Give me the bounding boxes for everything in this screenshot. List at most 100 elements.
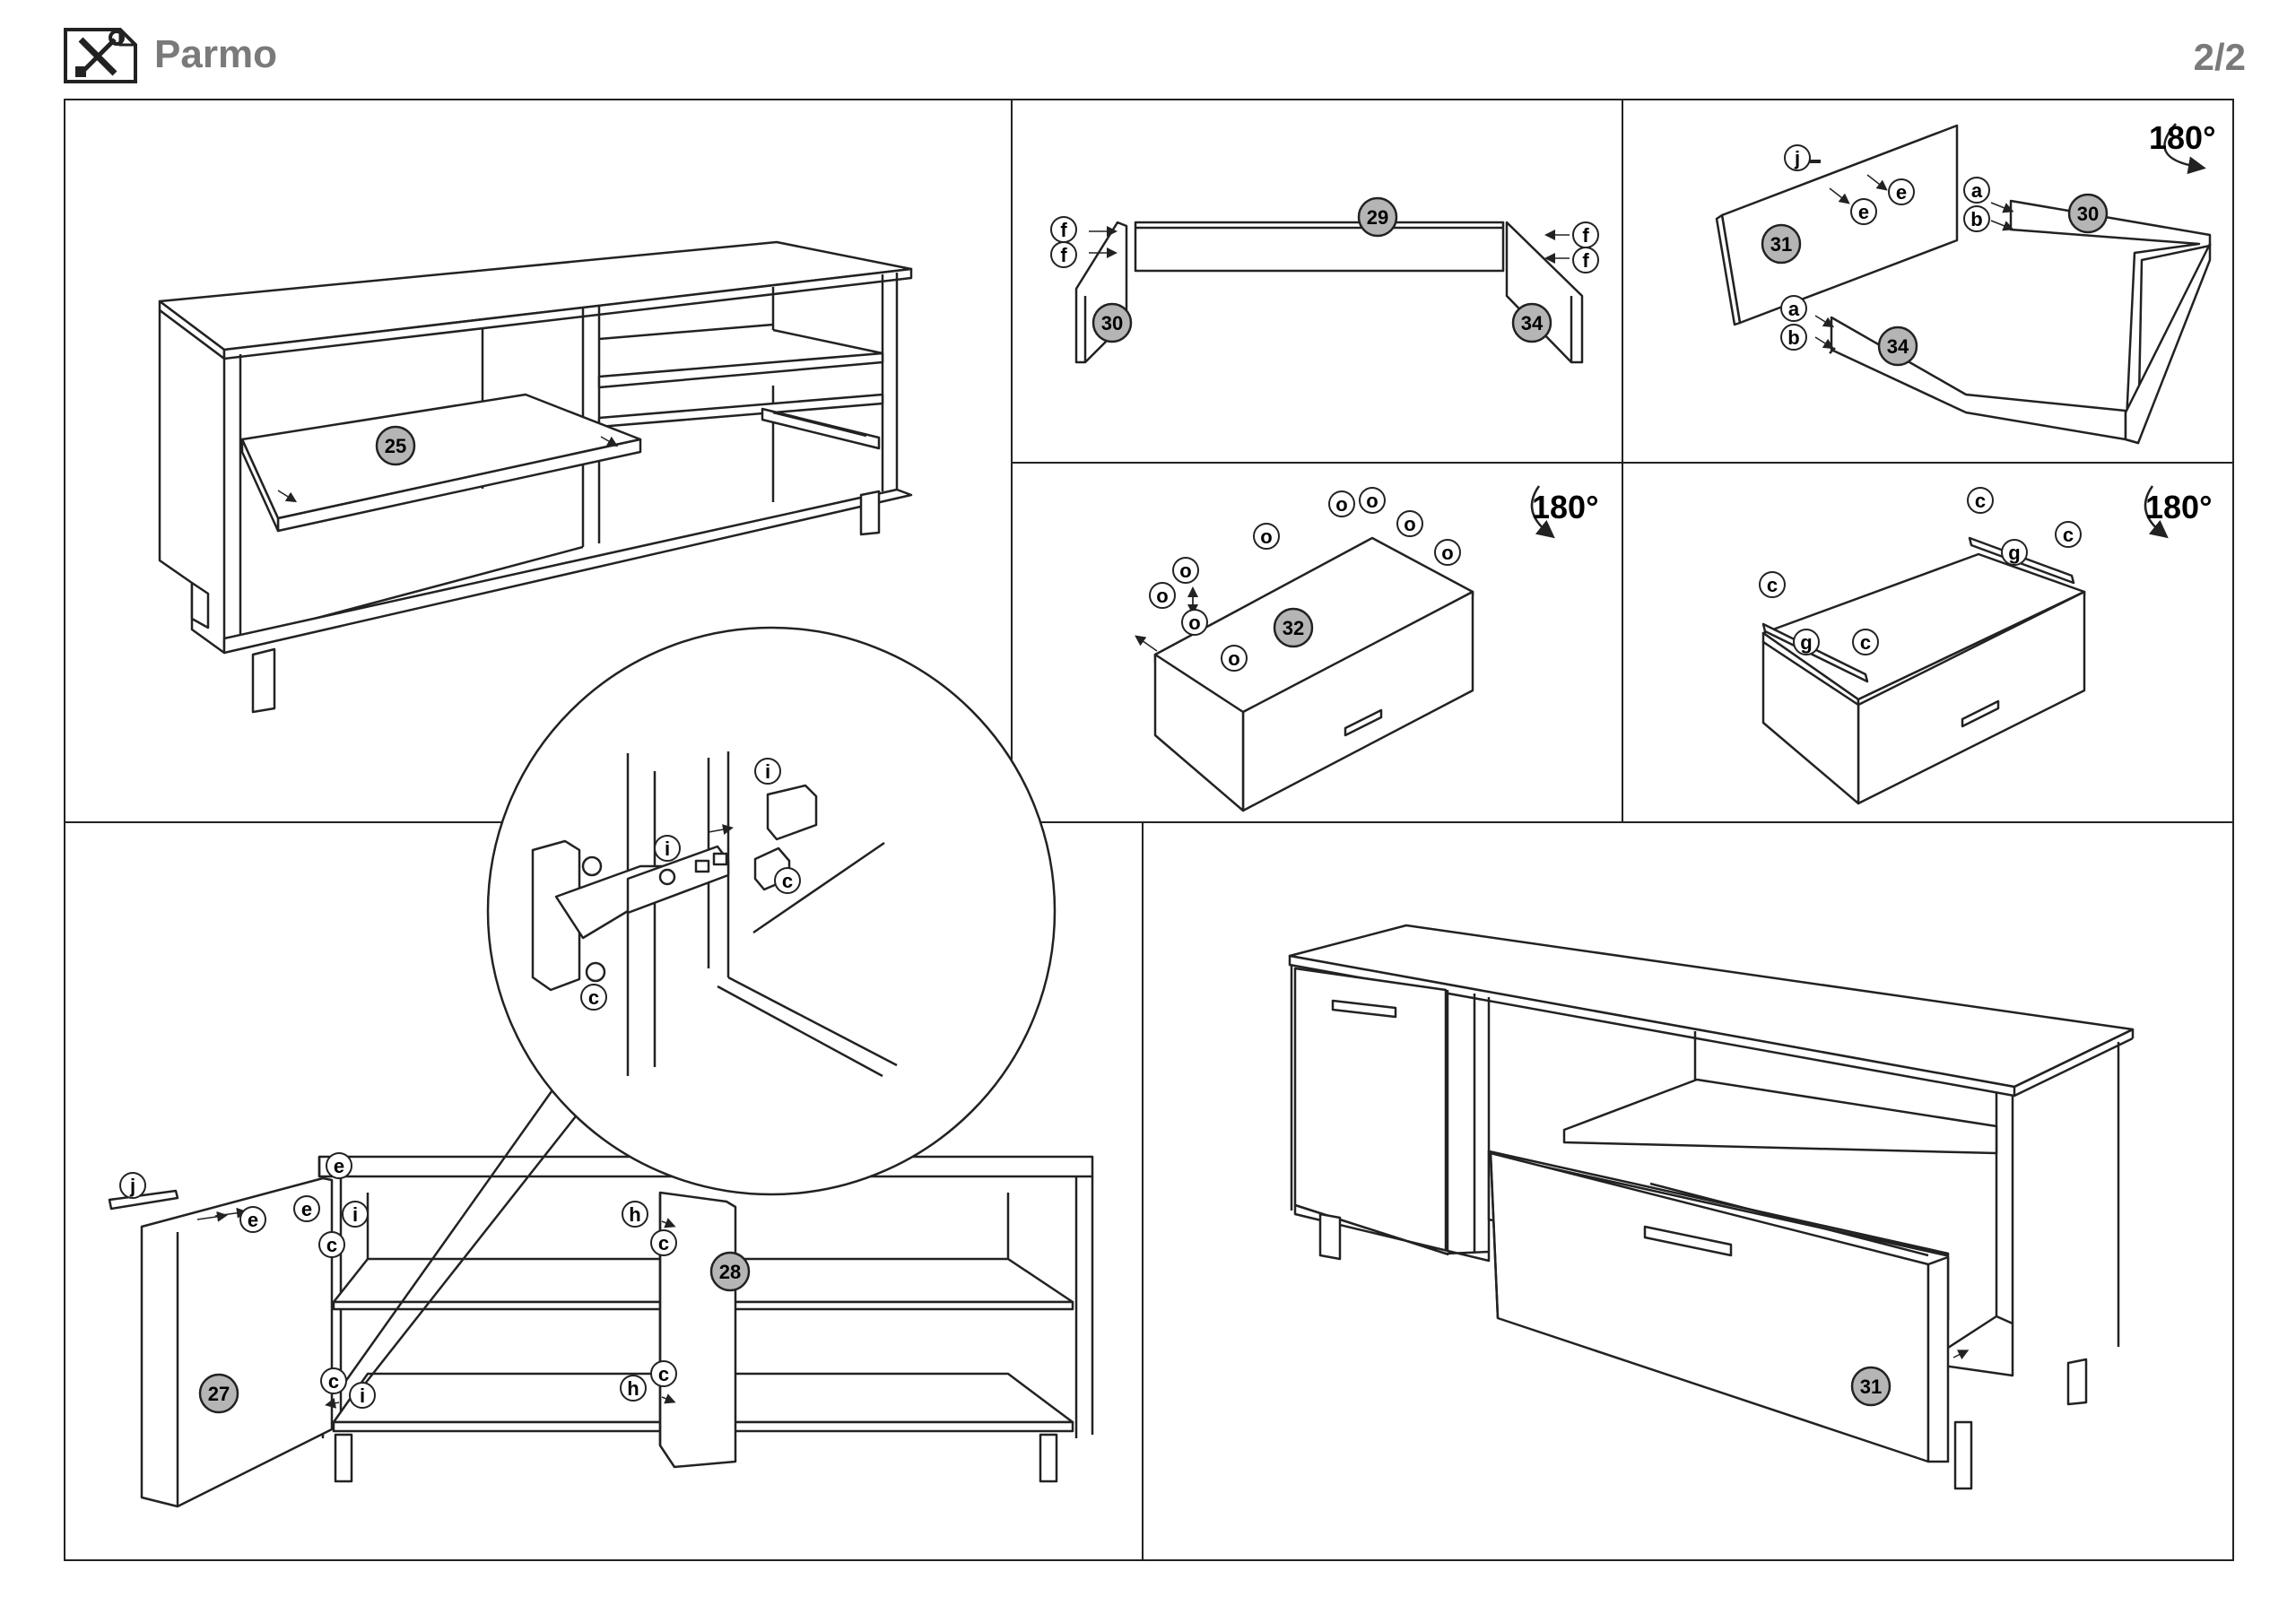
hardware-b-1: b	[1963, 205, 1990, 232]
svg-text:30: 30	[1101, 312, 1123, 334]
svg-text:b: b	[1970, 208, 1982, 230]
step-shelf	[158, 240, 913, 714]
part-badge-34: 34	[1511, 302, 1552, 343]
page-number: 2/2	[2193, 36, 2246, 78]
svg-text:i: i	[665, 838, 670, 860]
part-badge-25: 25	[375, 425, 416, 466]
part-badge-30: 30	[1091, 302, 1133, 343]
hardware-o-4: o	[1221, 645, 1248, 672]
svg-text:f: f	[1582, 224, 1589, 247]
svg-text:o: o	[1335, 493, 1347, 516]
hardware-c-p5-2: c	[2055, 521, 2082, 548]
hardware-c-p5-4: c	[1852, 629, 1879, 655]
part-badge-30-b: 30	[2067, 193, 2109, 234]
svg-text:i: i	[360, 1384, 365, 1407]
svg-text:34: 34	[1521, 312, 1544, 334]
hw-p6-e-1: e	[239, 1206, 266, 1233]
hw-p6-h-1: h	[622, 1201, 648, 1228]
svg-text:c: c	[2063, 524, 2074, 546]
svg-text:g: g	[2008, 542, 2020, 564]
hardware-j: j	[1784, 144, 1811, 171]
svg-text:34: 34	[1887, 335, 1909, 358]
hardware-c-p5-3: c	[1759, 571, 1786, 598]
svg-text:31: 31	[1770, 233, 1792, 256]
hardware-e-1: e	[1850, 198, 1877, 225]
part-badge-34-b: 34	[1877, 325, 1918, 367]
step-drawer-box	[1715, 124, 2212, 445]
svg-text:c: c	[1975, 490, 1986, 512]
svg-text:o: o	[1228, 647, 1239, 670]
part-badge-28: 28	[709, 1251, 751, 1292]
svg-text:30: 30	[2077, 203, 2099, 225]
svg-text:o: o	[1404, 513, 1415, 535]
svg-text:g: g	[1800, 631, 1812, 654]
hardware-f-3: f	[1572, 221, 1599, 248]
svg-text:c: c	[328, 1370, 339, 1393]
panel-grid	[64, 99, 2234, 1561]
svg-text:180°: 180°	[2149, 119, 2215, 156]
svg-text:h: h	[627, 1377, 639, 1400]
hardware-o-3: o	[1181, 609, 1208, 636]
step-doors	[108, 1084, 1094, 1508]
svg-text:a: a	[1788, 298, 1800, 320]
svg-text:25: 25	[385, 435, 406, 457]
hw-p6-i-2: i	[349, 1382, 376, 1409]
hardware-g-p5-2: g	[1793, 629, 1820, 655]
svg-text:c: c	[782, 870, 793, 892]
hw-zoom-i-2: i	[754, 758, 781, 785]
hw-p6-j: j	[119, 1172, 146, 1199]
svg-text:o: o	[1188, 612, 1200, 634]
hardware-o-5: o	[1253, 523, 1280, 550]
document-title: Parmo	[154, 32, 277, 76]
rotate-180-icon-3: 180°	[2144, 485, 2212, 539]
svg-text:c: c	[326, 1234, 337, 1256]
svg-text:e: e	[301, 1198, 312, 1220]
hw-zoom-c-2: c	[580, 984, 607, 1011]
svg-text:180°: 180°	[2145, 489, 2212, 525]
hardware-o-6: o	[1328, 490, 1355, 517]
hw-p6-c-3: c	[650, 1229, 677, 1256]
svg-text:o: o	[1441, 542, 1453, 564]
hw-p6-c-2: c	[320, 1367, 347, 1394]
svg-text:a: a	[1971, 179, 1983, 202]
svg-text:29: 29	[1367, 206, 1388, 229]
svg-text:27: 27	[208, 1383, 230, 1405]
hardware-o-7: o	[1359, 487, 1386, 514]
hardware-e-2: e	[1888, 178, 1915, 205]
svg-text:e: e	[334, 1155, 344, 1177]
hw-p6-i-1: i	[342, 1201, 369, 1228]
svg-text:180°: 180°	[1532, 489, 1598, 525]
svg-text:j: j	[129, 1175, 135, 1197]
svg-text:h: h	[629, 1203, 640, 1226]
tools-icon	[63, 27, 138, 84]
svg-text:c: c	[1767, 574, 1778, 596]
hardware-f-2: f	[1050, 241, 1077, 268]
svg-text:j: j	[1794, 147, 1800, 169]
hw-p6-c-4: c	[650, 1360, 677, 1387]
svg-text:e: e	[248, 1209, 258, 1231]
hinge-detail-zoom	[486, 626, 1057, 1196]
part-badge-27: 27	[198, 1373, 239, 1414]
hw-p6-e-3: e	[326, 1152, 352, 1179]
svg-text:o: o	[1260, 525, 1272, 548]
svg-text:f: f	[1060, 244, 1067, 266]
part-badge-32: 32	[1273, 607, 1314, 648]
step-drawer-runners	[1761, 536, 2086, 805]
hardware-g-p5-1: g	[2001, 539, 2028, 566]
hardware-b-2: b	[1780, 324, 1807, 351]
hardware-c-p5-1: c	[1967, 487, 1994, 514]
part-badge-31-final: 31	[1850, 1366, 1892, 1407]
rotate-180-icon: 180°	[2149, 119, 2215, 175]
part-badge-29: 29	[1357, 196, 1398, 238]
svg-text:32: 32	[1283, 617, 1304, 639]
svg-text:e: e	[1896, 181, 1907, 204]
hw-p6-h-2: h	[620, 1375, 647, 1402]
svg-text:e: e	[1858, 201, 1869, 223]
svg-text:c: c	[658, 1363, 669, 1385]
svg-text:f: f	[1060, 219, 1067, 241]
hardware-a-1: a	[1963, 177, 1990, 204]
step-drawer-bottom	[1135, 536, 1474, 812]
hw-p6-c-1: c	[318, 1231, 345, 1258]
svg-text:f: f	[1582, 249, 1589, 272]
